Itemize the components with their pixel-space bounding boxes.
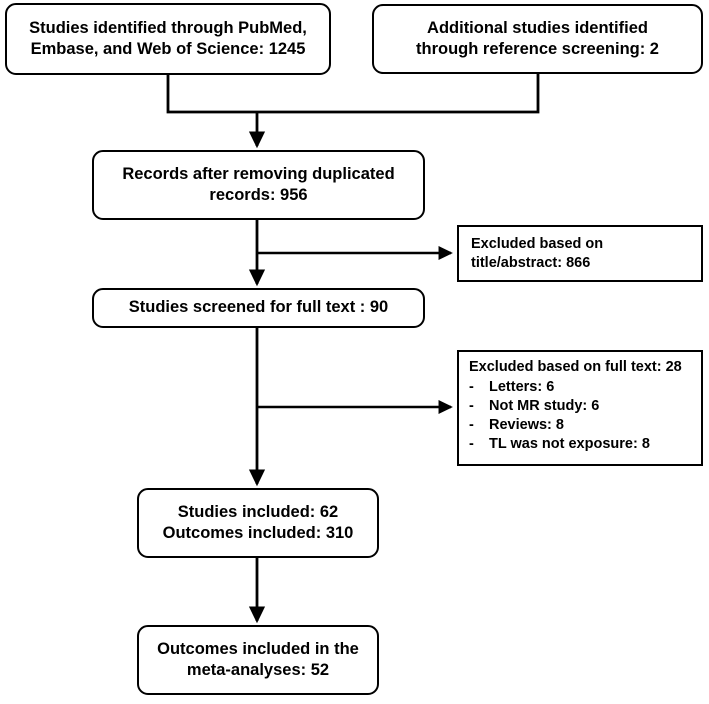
- node-excluded-title-abstract-text: Excluded based on title/abstract: 866: [471, 235, 701, 272]
- node-line: records: 956: [209, 186, 308, 204]
- node-line: Records after removing duplicated: [122, 164, 395, 183]
- reason-label: Reviews: 8: [489, 417, 564, 434]
- node-studies-screened-full-text-text: Studies screened for full text : 90: [94, 297, 423, 318]
- node-line: Excluded based on: [471, 235, 604, 252]
- bullet-dash-icon: -: [469, 378, 474, 395]
- node-studies-outcomes-included: Studies included: 62 Outcomes included: …: [137, 488, 379, 558]
- reason-label: Letters: 6: [489, 378, 555, 395]
- node-excluded-full-text: Excluded based on full text: 28 - Letter…: [457, 350, 703, 466]
- list-item: - Reviews: 8: [469, 416, 701, 435]
- node-line: Studies included: 62: [177, 502, 339, 521]
- node-line: Outcomes included in the: [157, 639, 359, 658]
- node-line: Embase, and Web of Science: 1245: [30, 40, 306, 58]
- node-additional-studies-reference-screening: Additional studies identified through re…: [372, 4, 703, 74]
- node-line: Studies screened for full text : 90: [128, 298, 389, 317]
- node-outcomes-in-meta-analyses: Outcomes included in the meta-analyses: …: [137, 625, 379, 695]
- excluded-full-text-heading: Excluded based on full text: 28: [469, 359, 682, 375]
- node-records-after-duplicates-text: Records after removing duplicated record…: [94, 164, 423, 206]
- node-line: Additional studies identified: [427, 18, 648, 37]
- node-studies-identified-databases: Studies identified through PubMed, Embas…: [5, 3, 331, 75]
- bullet-dash-icon: -: [469, 417, 474, 434]
- node-line: Outcomes included: 310: [162, 524, 354, 542]
- node-line: Studies identified through PubMed,: [29, 18, 307, 37]
- node-studies-screened-full-text: Studies screened for full text : 90: [92, 288, 425, 328]
- node-studies-identified-databases-text: Studies identified through PubMed, Embas…: [7, 18, 329, 60]
- node-line: through reference screening: 2: [416, 40, 659, 58]
- list-item: - Letters: 6: [469, 378, 701, 397]
- node-records-after-duplicates: Records after removing duplicated record…: [92, 150, 425, 220]
- node-line: meta-analyses: 52: [186, 661, 330, 679]
- node-additional-studies-text: Additional studies identified through re…: [374, 18, 701, 60]
- excluded-full-text-reason-list: - Letters: 6 - Not MR study: 6 - Reviews…: [469, 378, 701, 455]
- node-studies-outcomes-included-text: Studies included: 62 Outcomes included: …: [139, 502, 377, 544]
- node-excluded-title-abstract: Excluded based on title/abstract: 866: [457, 225, 703, 282]
- connector-top-merge: [166, 74, 540, 114]
- node-excluded-full-text-body: Excluded based on full text: 28 - Letter…: [469, 358, 701, 455]
- list-item: - Not MR study: 6: [469, 397, 701, 416]
- bullet-dash-icon: -: [469, 436, 474, 453]
- list-item: - TL was not exposure: 8: [469, 435, 701, 454]
- node-line: title/abstract: 866: [471, 254, 591, 271]
- bullet-dash-icon: -: [469, 397, 474, 414]
- node-outcomes-in-meta-analyses-text: Outcomes included in the meta-analyses: …: [139, 639, 377, 681]
- reason-label: TL was not exposure: 8: [489, 436, 650, 453]
- reason-label: Not MR study: 6: [489, 397, 600, 414]
